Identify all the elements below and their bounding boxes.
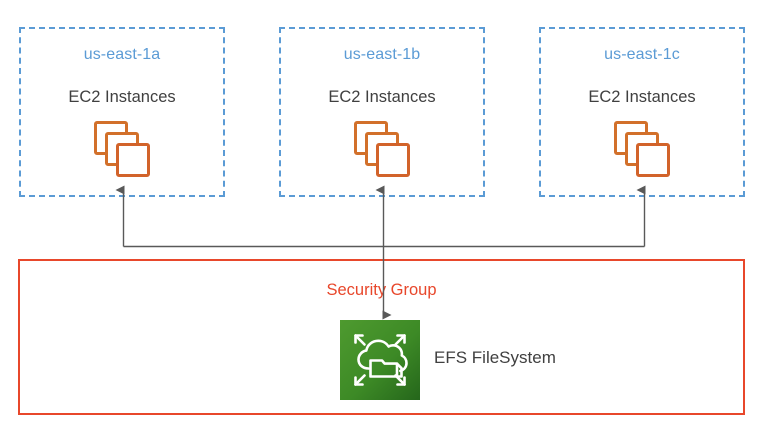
- efs-cloud-shape: [357, 339, 408, 373]
- az-label-us-east-1b: us-east-1b: [343, 46, 421, 63]
- ec2-instances-label-1a: EC2 Instances: [68, 88, 176, 106]
- az-label-us-east-1c: us-east-1c: [604, 46, 680, 63]
- ec2-instances-icon: [614, 121, 672, 177]
- availability-zone-us-east-1b: us-east-1b EC2 Instances: [279, 27, 485, 197]
- ec2-instances-label-1c: EC2 Instances: [588, 88, 696, 106]
- availability-zone-us-east-1c: us-east-1c EC2 Instances: [539, 27, 745, 197]
- ec2-square-front: [376, 143, 410, 177]
- az-label-us-east-1a: us-east-1a: [83, 46, 161, 63]
- ec2-instances-icon: [354, 121, 412, 177]
- efs-filesystem-label: EFS FileSystem: [434, 348, 556, 367]
- efs-filesystem-icon: [340, 320, 420, 400]
- availability-zone-us-east-1a: us-east-1a EC2 Instances: [19, 27, 225, 197]
- ec2-instances-label-1b: EC2 Instances: [328, 88, 436, 106]
- efs-expand-arrows: [354, 334, 406, 386]
- ec2-square-front: [116, 143, 150, 177]
- ec2-square-front: [636, 143, 670, 177]
- efs-folder-side: [396, 362, 403, 378]
- ec2-instances-icon: [94, 121, 152, 177]
- security-group-boundary: Security Group: [18, 259, 745, 415]
- security-group-label: Security Group: [326, 281, 437, 299]
